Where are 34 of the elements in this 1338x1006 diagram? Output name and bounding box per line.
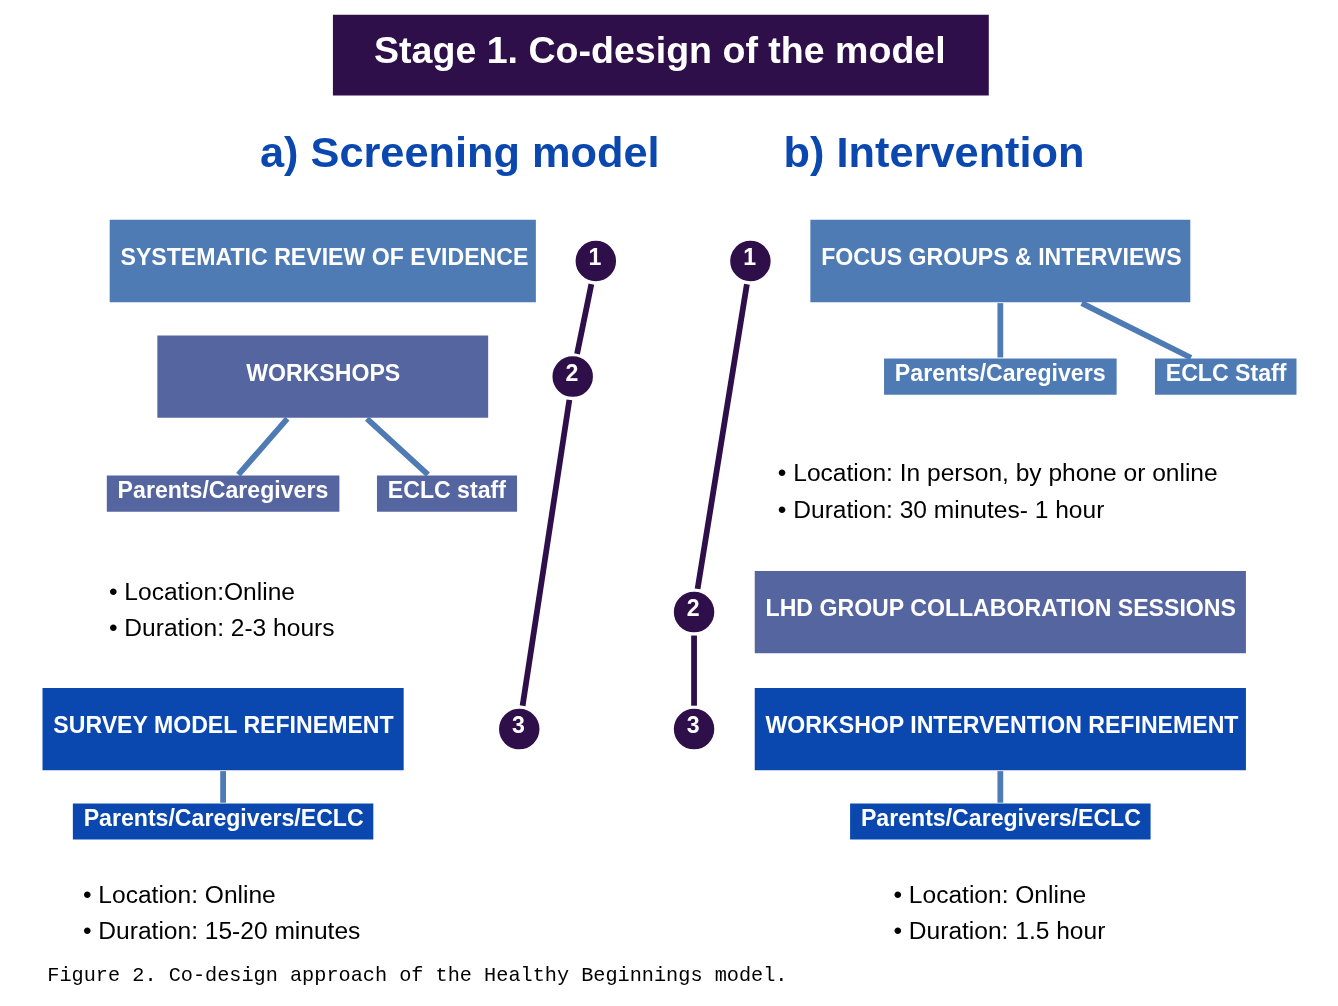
node-box: ECLC staff <box>375 474 519 514</box>
node-box: SURVEY MODEL REFINEMENT <box>40 686 405 772</box>
node-box: Parents/Caregivers <box>882 357 1118 397</box>
node-label: • Duration: 15-20 minutes <box>82 917 360 945</box>
node-box: ECLC Staff <box>1153 357 1298 397</box>
connector <box>364 416 430 477</box>
connector <box>694 283 750 590</box>
node-label: • Duration: 30 minutes- 1 hour <box>777 495 1104 523</box>
node-box: Parents/Caregivers <box>104 474 341 514</box>
connector <box>996 771 1003 803</box>
node-box: WORKSHOPS <box>155 333 490 420</box>
node-box: LHD GROUP COLLABORATION SESSIONS <box>752 569 1247 655</box>
node-label: • Location: In person, by phone or online <box>777 459 1218 487</box>
node-label: • Duration: 1.5 hour <box>892 917 1105 945</box>
connector <box>1079 300 1192 361</box>
node-box: Stage 1. Co-design of the model <box>330 13 990 98</box>
connector <box>235 416 290 477</box>
node-label: • Location: Online <box>892 881 1086 909</box>
node-box: Parents/Caregivers/ECLC <box>70 802 375 842</box>
node-box: Parents/Caregivers/ECLC <box>848 802 1152 842</box>
connector <box>690 635 697 706</box>
caption: Figure 2. Co-design approach of the Healthy Beginnings model. <box>46 963 787 987</box>
node-label: • Location:Online <box>108 577 295 605</box>
label: b) Intervention <box>783 128 1085 177</box>
node-label: • Duration: 2-3 hours <box>108 614 334 642</box>
node-label: • Location: Online <box>82 881 276 909</box>
node-box: FOCUS GROUPS & INTERVIEWS <box>808 218 1192 304</box>
connector <box>996 303 1003 358</box>
connector <box>219 771 226 803</box>
connector <box>573 283 594 355</box>
connector <box>519 399 572 707</box>
node-box: SYSTEMATIC REVIEW OF EVIDENCE <box>107 218 537 304</box>
label: a) Screening model <box>259 128 660 177</box>
node-box: WORKSHOP INTERVENTION REFINEMENT <box>752 686 1247 772</box>
